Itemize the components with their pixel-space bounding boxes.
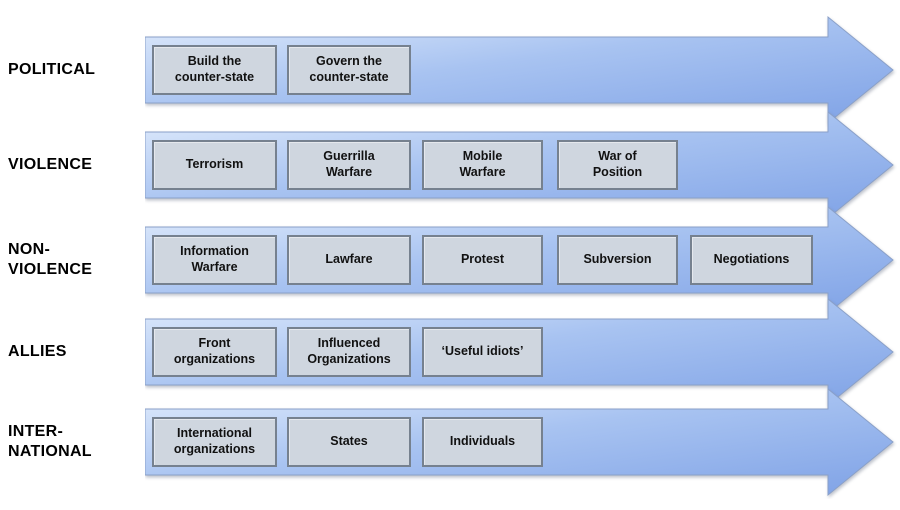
box-international-organizations: International organizations <box>152 417 277 467</box>
box-useful-idiots: ‘Useful idiots’ <box>422 327 543 377</box>
arrow-political <box>145 15 894 125</box>
box-individuals: Individuals <box>422 417 543 467</box>
box-mobile-warfare: Mobile Warfare <box>422 140 543 190</box>
right-arrow-shape <box>145 15 894 125</box>
row-label-non-violence: NON- VIOLENCE <box>8 241 93 278</box>
box-govern-the-counter-state: Govern the counter-state <box>287 45 411 95</box>
box-build-the-counter-state: Build the counter-state <box>152 45 277 95</box>
box-information-warfare: Information Warfare <box>152 235 277 285</box>
box-subversion: Subversion <box>557 235 678 285</box>
box-terrorism: Terrorism <box>152 140 277 190</box>
row-label-allies: ALLIES <box>8 343 67 360</box>
box-influenced-organizations: Influenced Organizations <box>287 327 411 377</box>
box-protest: Protest <box>422 235 543 285</box>
box-negotiations: Negotiations <box>690 235 813 285</box>
row-label-international: INTER- NATIONAL <box>8 423 92 460</box>
box-war-of-position: War of Position <box>557 140 678 190</box>
box-lawfare: Lawfare <box>287 235 411 285</box>
box-front-organizations: Front organizations <box>152 327 277 377</box>
row-label-political: POLITICAL <box>8 61 96 78</box>
row-label-violence: VIOLENCE <box>8 156 93 173</box>
box-guerrilla-warfare: Guerrilla Warfare <box>287 140 411 190</box>
box-states: States <box>287 417 411 467</box>
